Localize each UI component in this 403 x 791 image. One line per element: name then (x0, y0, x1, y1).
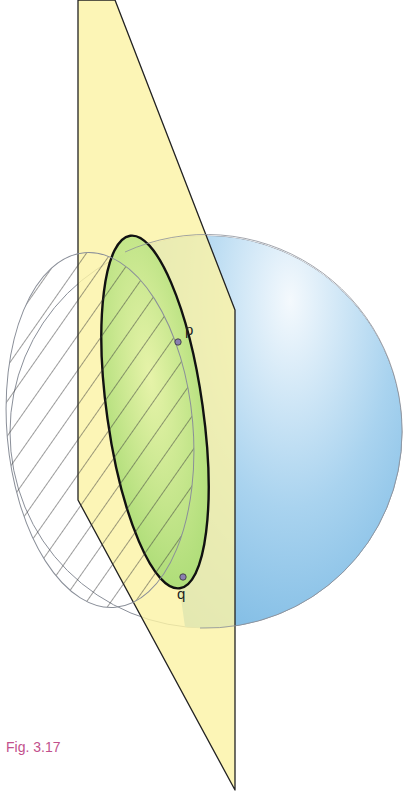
point-label: q (177, 586, 185, 601)
point-label: p (185, 322, 193, 337)
point-p (175, 339, 181, 345)
hatched-great-circle (0, 245, 208, 616)
figure-caption: Fig. 3.17 (6, 740, 60, 754)
sphere-rim (125, 234, 402, 628)
point-q (180, 574, 186, 580)
